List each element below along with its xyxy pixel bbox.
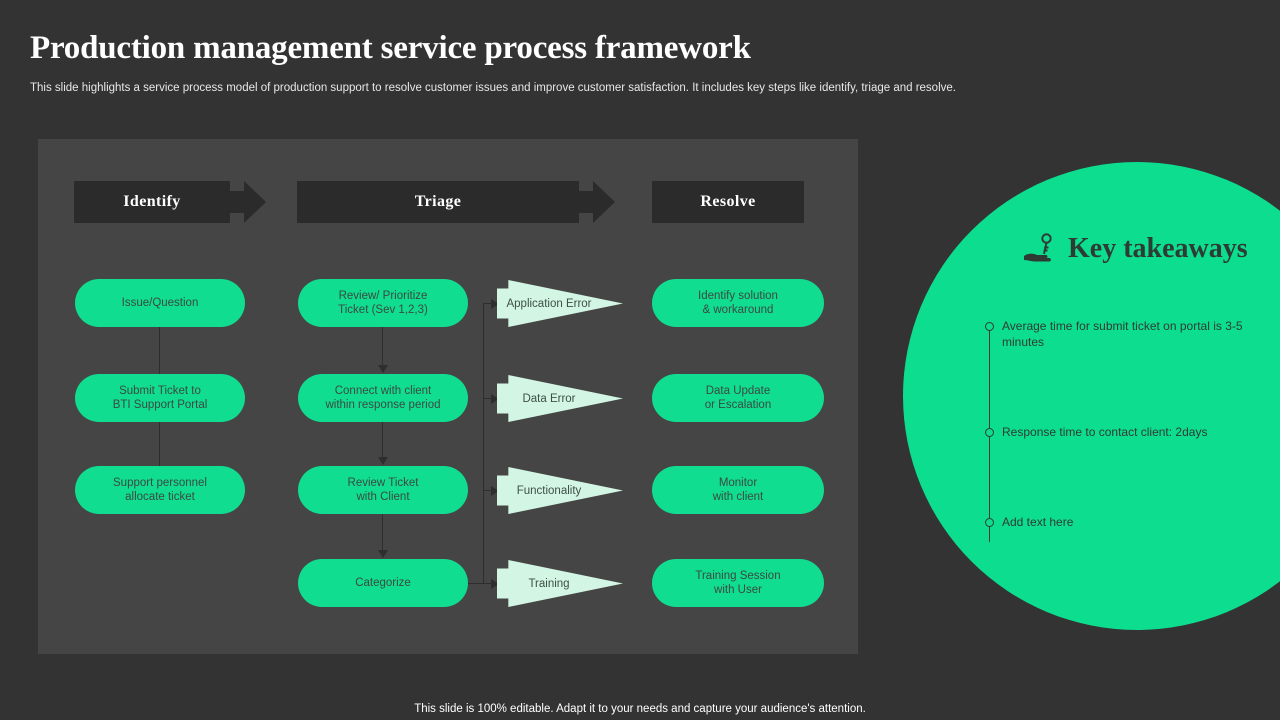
key-takeaway-item-1: Average time for submit ticket on portal… <box>985 318 1252 350</box>
category-label-training: Training <box>528 577 570 590</box>
stage-bar-triage: Triage <box>297 181 579 223</box>
key-takeaways-header: Key takeaways <box>1022 232 1248 266</box>
hand-holding-key-icon <box>1024 233 1052 262</box>
timeline-dot-icon <box>985 428 994 437</box>
stage-label-triage: Triage <box>414 193 462 210</box>
stage-label-identify: Identify <box>123 193 181 210</box>
category-label-application-error: Application Error <box>506 297 592 310</box>
timeline-dot-icon <box>985 322 994 331</box>
stage-label-resolve: Resolve <box>700 193 756 210</box>
key-takeaway-text-3: Add text here <box>1002 515 1074 529</box>
category-label-functionality: Functionality <box>516 484 582 497</box>
process-step-categorize[interactable]: Categorize <box>298 559 468 607</box>
stage-bar-identify: Identify <box>74 181 230 223</box>
key-takeaways-circle <box>903 162 1280 630</box>
key-takeaways-title: Key takeaways <box>1068 233 1248 264</box>
stage-bar-resolve: Resolve <box>652 181 804 223</box>
process-step-identify-solution[interactable]: Identify solution& workaround <box>652 279 824 327</box>
category-label-data-error: Data Error <box>522 392 576 405</box>
key-takeaway-text-1: Average time for submit ticket on portal… <box>1002 319 1243 349</box>
key-takeaway-item-2: Response time to contact client: 2days <box>985 424 1252 440</box>
stage-header-triage[interactable]: Triage <box>297 181 617 223</box>
timeline-dot-icon <box>985 518 994 527</box>
process-step-issue-question[interactable]: Issue/Question <box>75 279 245 327</box>
key-takeaway-item-3: Add text here <box>985 514 1252 530</box>
key-takeaway-text-2: Response time to contact client: 2days <box>1002 425 1208 439</box>
slide-footer-note: This slide is 100% editable. Adapt it to… <box>414 703 866 715</box>
page-title: Production management service process fr… <box>30 30 751 66</box>
page-subtitle: This slide highlights a service process … <box>30 82 956 94</box>
stage-arrow-tip-triage <box>575 181 615 223</box>
stage-arrow-tip-identify <box>226 181 266 223</box>
stage-header-identify[interactable]: Identify <box>74 181 270 223</box>
stage-header-resolve[interactable]: Resolve <box>652 181 804 223</box>
